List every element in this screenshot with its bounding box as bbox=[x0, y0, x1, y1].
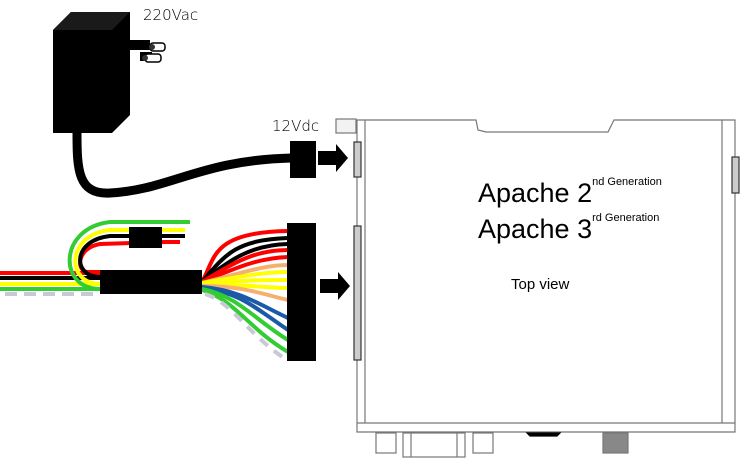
dc-cable bbox=[72, 132, 293, 198]
model-3-sup: rd Generation bbox=[592, 212, 660, 224]
arrow-icon bbox=[320, 272, 350, 300]
ac-input-label: 220Vac bbox=[143, 6, 199, 24]
device-top-view bbox=[335, 118, 740, 458]
harness-connector bbox=[287, 223, 316, 361]
wire-harness bbox=[0, 220, 290, 362]
model-2-sup: nd Generation bbox=[592, 176, 662, 188]
arrow-icon bbox=[318, 144, 348, 172]
model-2-base: Apache 2 bbox=[478, 178, 593, 208]
aux-connector bbox=[129, 227, 162, 248]
harness-splice-block bbox=[100, 270, 202, 294]
view-label: Top view bbox=[511, 276, 570, 293]
model-3-base: Apache 3 bbox=[478, 214, 593, 244]
dc-plug bbox=[290, 141, 316, 178]
dc-output-label: 12Vdc bbox=[272, 117, 320, 135]
power-adapter bbox=[53, 12, 166, 133]
model-3rd-gen-label: Apache 3rd Generation bbox=[478, 212, 660, 245]
model-2nd-gen-label: Apache 2nd Generation bbox=[478, 176, 662, 209]
